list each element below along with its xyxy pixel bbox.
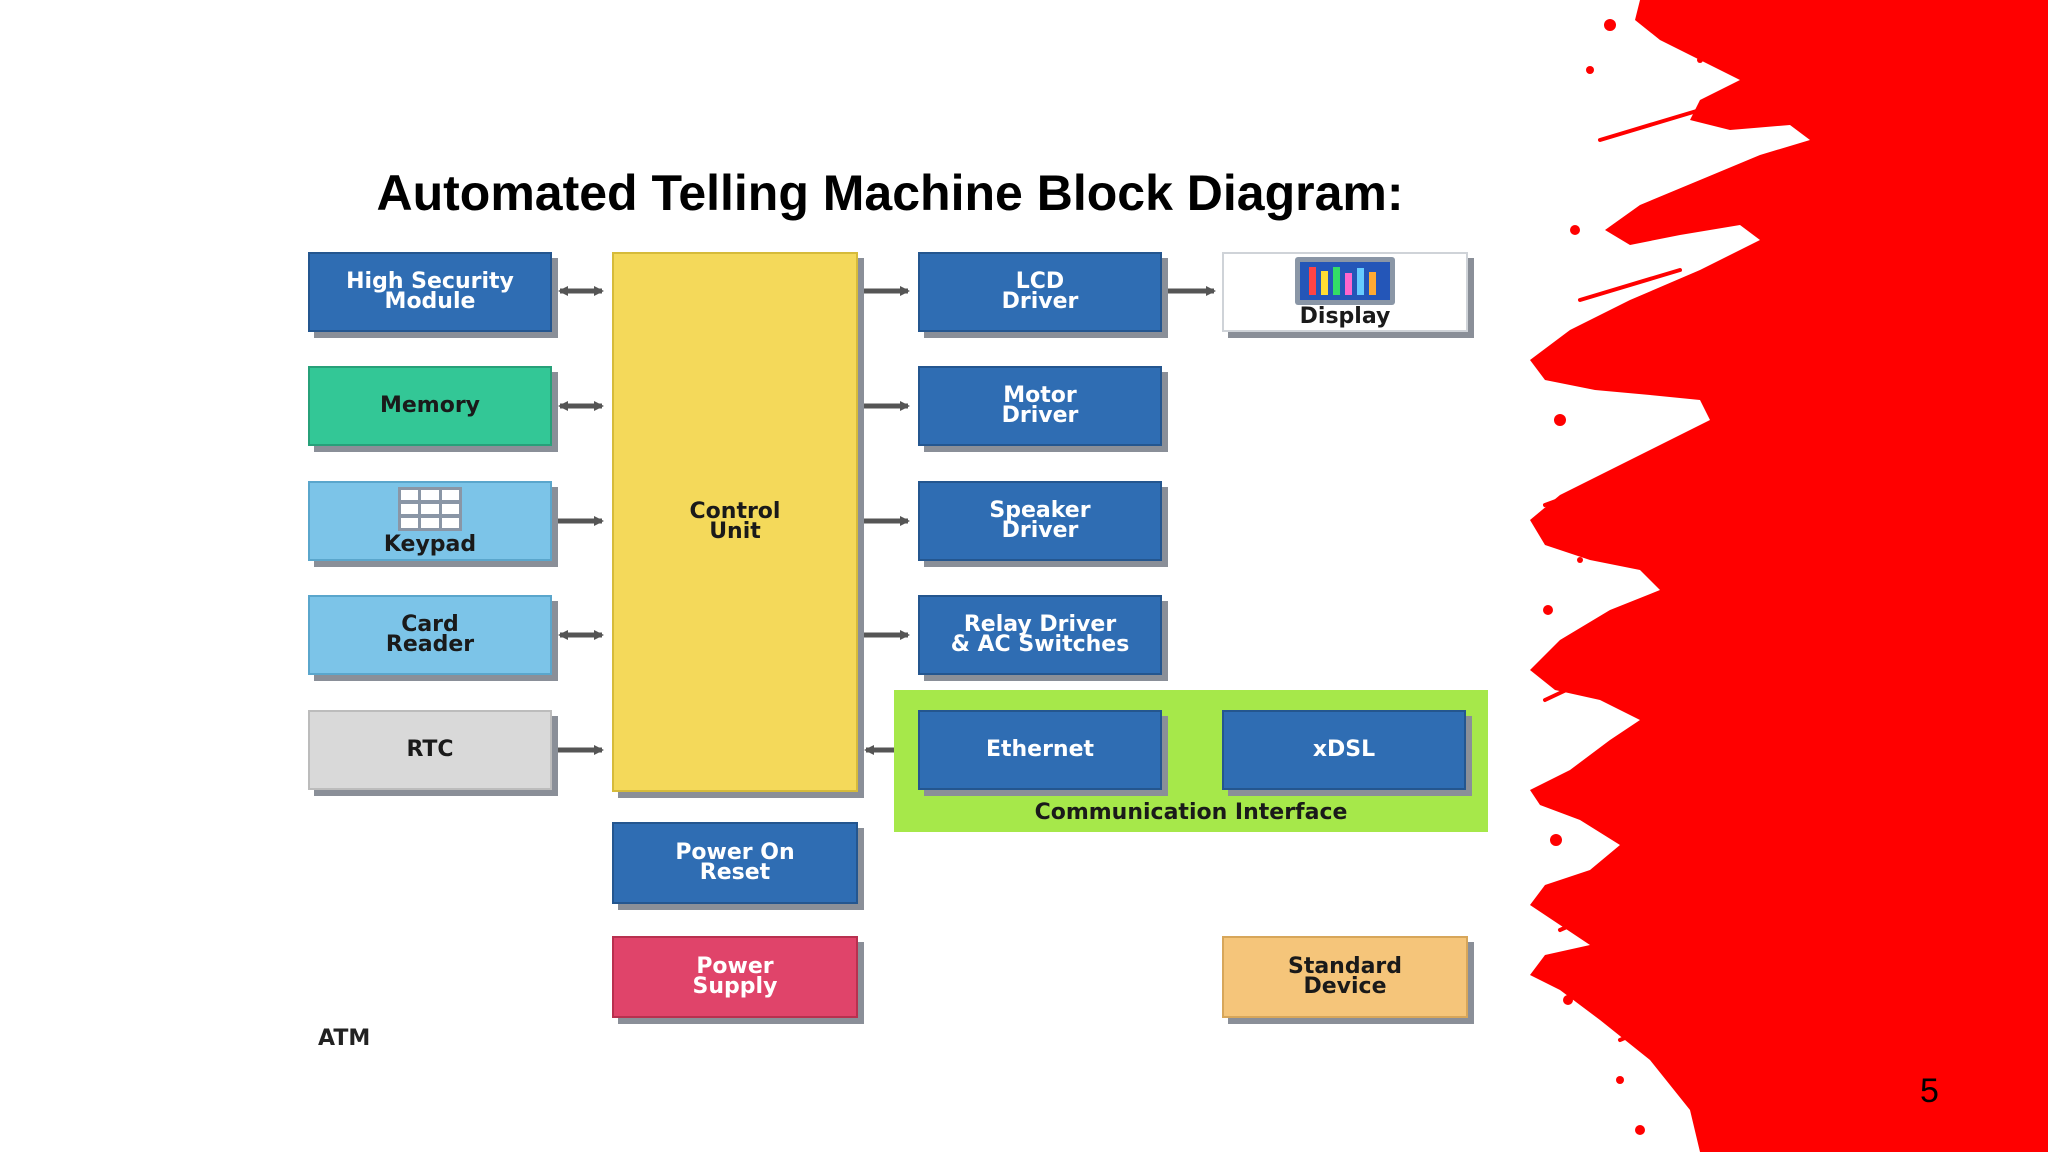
diagram-caption: ATM bbox=[318, 1026, 371, 1051]
communication-interface-label: Communication Interface bbox=[1034, 800, 1348, 825]
keypad-label: Keypad bbox=[383, 532, 477, 557]
ethernet-block: Ethernet bbox=[918, 710, 1162, 790]
keypad-block: Keypad bbox=[308, 481, 552, 561]
card-reader-block: Card Reader bbox=[308, 595, 552, 675]
memory-block: Memory bbox=[308, 366, 552, 446]
page-number: 5 bbox=[1920, 1072, 1939, 1110]
high-security-module-block: High Security Module bbox=[308, 252, 552, 332]
xdsl-block: xDSL bbox=[1222, 710, 1466, 790]
control-unit-block: Control Unit bbox=[612, 252, 858, 792]
rtc-block: RTC bbox=[308, 710, 552, 790]
speaker-driver-block: Speaker Driver bbox=[918, 481, 1162, 561]
relay-driver-block: Relay Driver & AC Switches bbox=[918, 595, 1162, 675]
power-supply-block: Power Supply bbox=[612, 936, 858, 1018]
power-on-reset-block: Power On Reset bbox=[612, 822, 858, 904]
display-label: Display bbox=[1299, 304, 1391, 329]
keypad-icon bbox=[398, 487, 462, 531]
lcd-driver-block: LCD Driver bbox=[918, 252, 1162, 332]
display-block: Display bbox=[1222, 252, 1468, 332]
display-screen-icon bbox=[1295, 257, 1395, 305]
standard-device-block: Standard Device bbox=[1222, 936, 1468, 1018]
slide-title: Automated Telling Machine Block Diagram: bbox=[376, 165, 1404, 221]
motor-driver-block: Motor Driver bbox=[918, 366, 1162, 446]
